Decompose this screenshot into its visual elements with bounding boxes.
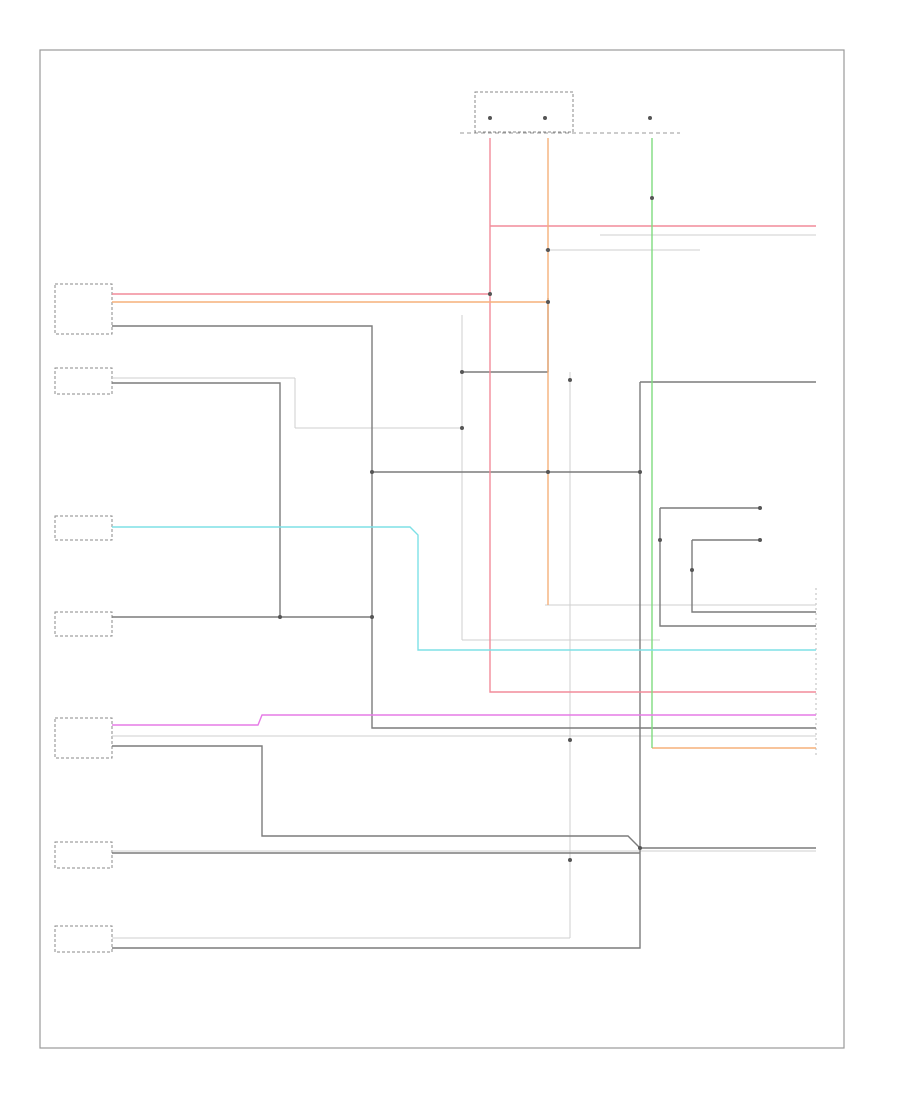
diagram-frame (39, 49, 845, 1049)
fuse-block-outline (474, 91, 574, 133)
component-box-4 (54, 611, 113, 637)
wire-cyan (112, 526, 816, 651)
wire-magenta (112, 714, 816, 726)
splice-points (278, 196, 762, 862)
colored-wires (112, 138, 816, 749)
component-box-7 (54, 925, 113, 953)
gray-wires (112, 298, 816, 949)
fuse-1 (488, 116, 492, 120)
component-box-6 (54, 841, 113, 869)
fuse-3 (648, 116, 652, 120)
left-components (54, 283, 113, 953)
fuse-2 (543, 116, 547, 120)
light-gray-wires (112, 234, 816, 939)
component-box-1 (54, 283, 113, 335)
component-box-3 (54, 515, 113, 541)
fuse-block (460, 91, 680, 134)
component-box-2 (54, 367, 113, 395)
component-box-5 (54, 717, 113, 759)
wire-pink (489, 138, 816, 693)
